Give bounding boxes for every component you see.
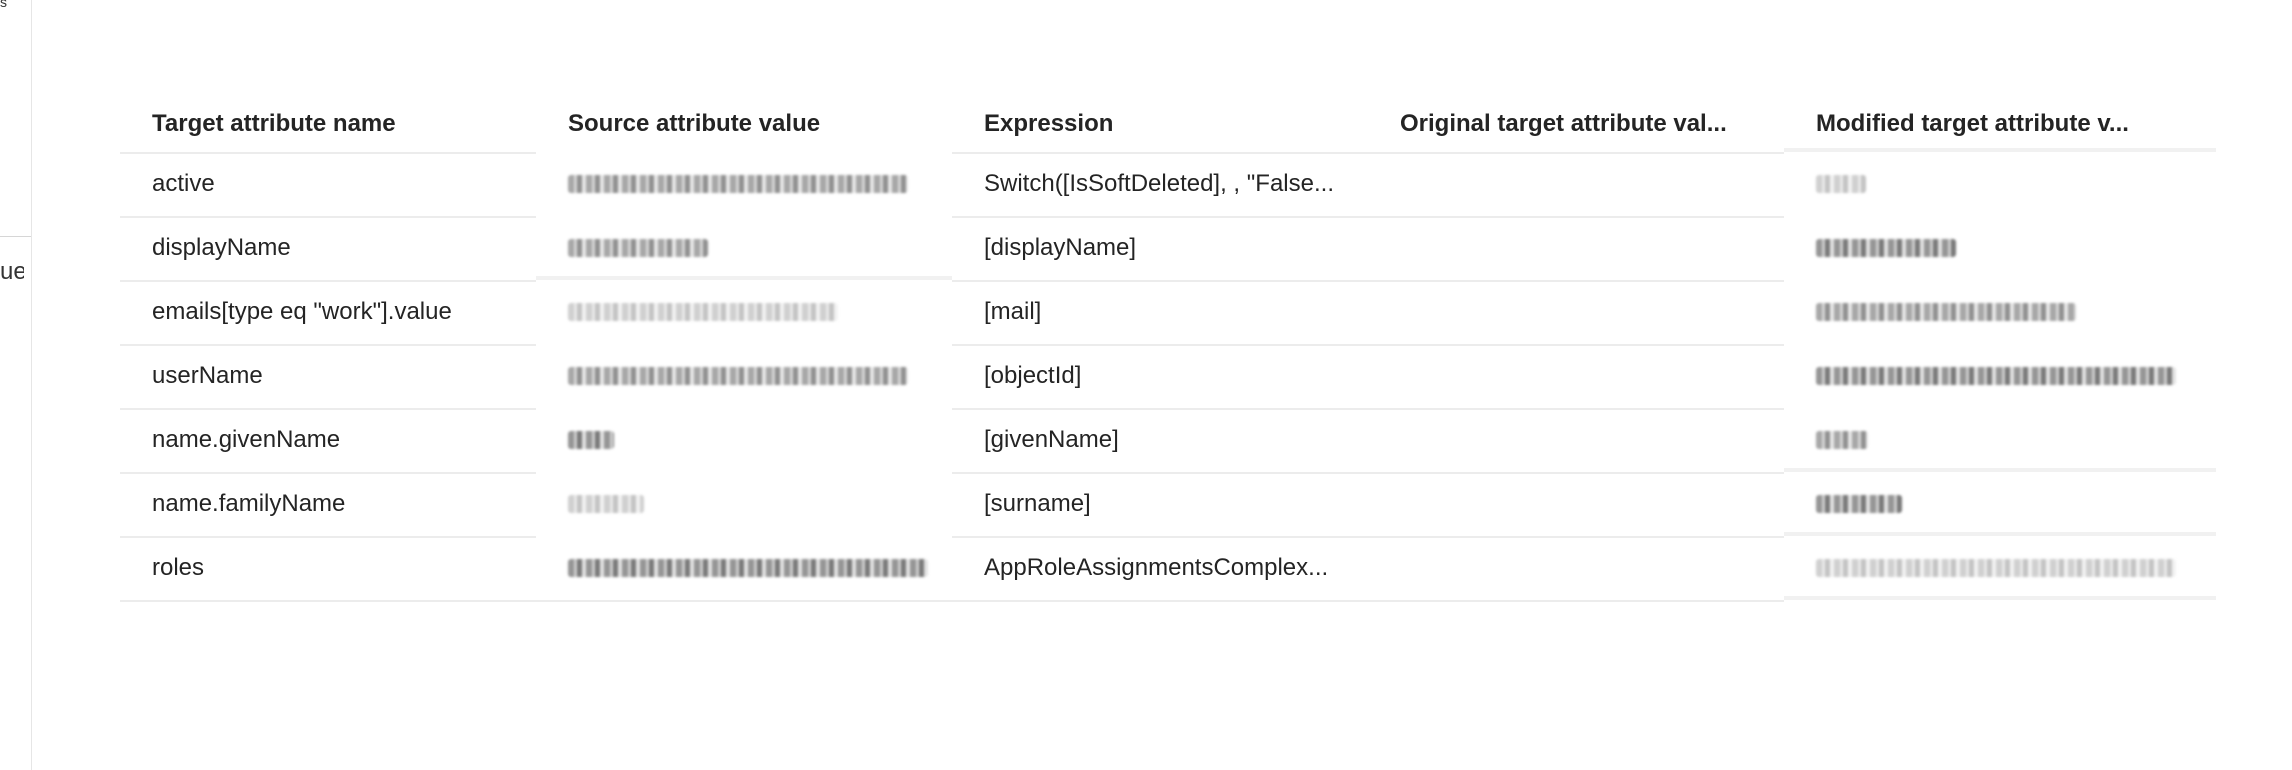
background-text-fragment: s [0, 0, 7, 10]
expression-cell: [displayName] [984, 234, 1137, 261]
row-divider [120, 216, 536, 218]
row-divider [952, 280, 1784, 282]
row-divider [120, 280, 536, 282]
redacted-value [568, 239, 708, 257]
redacted-value [568, 495, 644, 513]
attribute-mapping-table: Target attribute name Source attribute v… [120, 96, 2216, 602]
redacted-value [1816, 367, 2176, 385]
table-row[interactable]: name.familyName [surname] [120, 472, 2216, 538]
modified-target-value-cell [1784, 280, 2216, 344]
redacted-value [1816, 175, 1866, 193]
row-divider [952, 344, 1784, 346]
source-attribute-value-cell [536, 216, 952, 280]
row-divider [120, 536, 536, 538]
row-divider [1784, 596, 2216, 600]
column-header-modified-target-attribute-value[interactable]: Modified target attribute v... [1816, 110, 2129, 137]
column-header-original-target-attribute-value[interactable]: Original target attribute val... [1400, 110, 1727, 137]
background-divider [0, 236, 31, 237]
redacted-value [568, 559, 928, 577]
source-attribute-value-cell [536, 536, 952, 600]
modified-target-value-cell [1784, 472, 2216, 536]
table-row[interactable]: userName [objectId] [120, 344, 2216, 410]
redacted-value [568, 303, 838, 321]
modified-target-value-cell [1784, 216, 2216, 280]
original-target-value-cell [1368, 152, 1784, 216]
column-header-target-attribute-name[interactable]: Target attribute name [152, 110, 396, 137]
row-divider [952, 216, 1784, 218]
table-row[interactable]: active Switch([IsSoftDeleted], , "False.… [120, 152, 2216, 218]
original-target-value-cell [1368, 408, 1784, 472]
row-divider [120, 600, 536, 602]
target-attribute-name-cell: active [152, 170, 215, 197]
column-header-expression[interactable]: Expression [984, 110, 1114, 137]
original-target-value-cell [1368, 216, 1784, 280]
modified-target-value-cell [1784, 536, 2216, 600]
expression-cell: AppRoleAssignmentsComplex... [984, 554, 1329, 581]
row-divider [952, 536, 1784, 538]
redacted-value [568, 431, 614, 449]
source-attribute-value-cell [536, 344, 952, 408]
expression-cell: [objectId] [984, 362, 1082, 389]
original-target-value-cell [1368, 472, 1784, 536]
modified-target-value-cell [1784, 152, 2216, 216]
redacted-value [1816, 495, 1902, 513]
row-divider [952, 152, 1784, 154]
source-attribute-value-cell [536, 408, 952, 472]
source-attribute-value-cell [536, 152, 952, 216]
target-attribute-name-cell: displayName [152, 234, 291, 261]
redacted-value [568, 175, 908, 193]
redacted-value [1816, 559, 2176, 577]
row-divider [952, 472, 1784, 474]
table-row[interactable]: roles AppRoleAssignmentsComplex... [120, 536, 2216, 602]
expression-cell: [mail] [984, 298, 1042, 325]
target-attribute-name-cell: emails[type eq "work"].value [152, 298, 452, 325]
row-divider [120, 408, 536, 410]
modified-target-value-cell [1784, 344, 2216, 408]
expression-cell: Switch([IsSoftDeleted], , "False... [984, 170, 1334, 197]
original-target-value-cell [1368, 536, 1784, 600]
row-divider [952, 408, 1784, 410]
provisioning-details-panel: Target attribute name Source attribute v… [32, 0, 2292, 770]
table-row[interactable]: name.givenName [givenName] [120, 408, 2216, 474]
source-attribute-value-cell [536, 280, 952, 344]
redacted-value [1816, 303, 2076, 321]
modified-target-value-cell [1784, 408, 2216, 472]
background-panel-edge: s ues [0, 0, 32, 770]
row-divider [952, 600, 1784, 602]
row-divider [1784, 148, 2216, 152]
redacted-value [1816, 239, 1956, 257]
table-row[interactable]: displayName [displayName] [120, 216, 2216, 282]
target-attribute-name-cell: userName [152, 362, 263, 389]
row-divider [120, 152, 536, 154]
row-divider [120, 472, 536, 474]
table-header-row: Target attribute name Source attribute v… [120, 96, 2216, 154]
original-target-value-cell [1368, 280, 1784, 344]
target-attribute-name-cell: name.familyName [152, 490, 346, 517]
row-divider [536, 276, 952, 280]
row-divider [1784, 468, 2216, 472]
row-divider [120, 344, 536, 346]
column-header-source-attribute-value[interactable]: Source attribute value [568, 110, 821, 137]
row-divider [536, 600, 952, 602]
source-attribute-value-cell [536, 472, 952, 536]
target-attribute-name-cell: roles [152, 554, 205, 581]
redacted-value [568, 367, 908, 385]
target-attribute-name-cell: name.givenName [152, 426, 341, 453]
expression-cell: [surname] [984, 490, 1091, 517]
original-target-value-cell [1368, 344, 1784, 408]
background-text-fragment: ues [0, 258, 24, 285]
expression-cell: [givenName] [984, 426, 1119, 453]
table-row[interactable]: emails[type eq "work"].value [mail] [120, 280, 2216, 346]
row-divider [1784, 532, 2216, 536]
redacted-value [1816, 431, 1868, 449]
